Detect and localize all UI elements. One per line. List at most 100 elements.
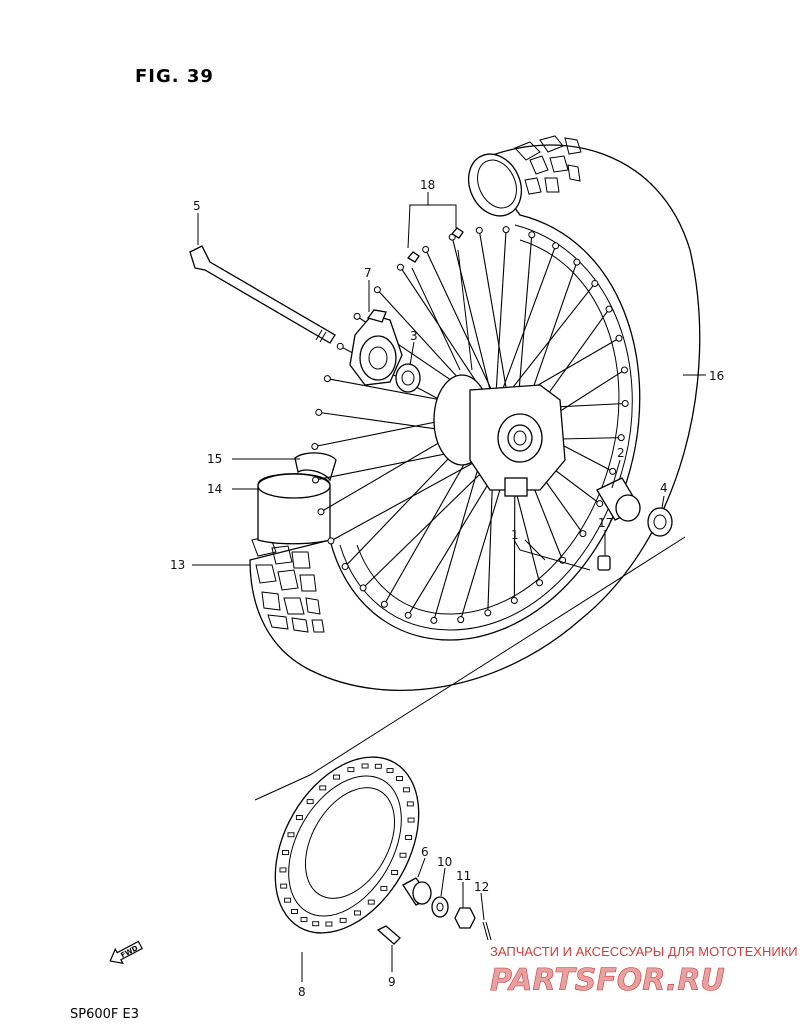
spoke-nipple xyxy=(341,563,349,571)
spoke-nipple xyxy=(620,366,628,374)
speedometer-gearbox xyxy=(349,309,403,386)
disc-hole xyxy=(284,897,292,903)
disc-hole xyxy=(291,909,298,914)
disc-hole xyxy=(287,832,295,838)
spoke xyxy=(494,229,507,411)
disc-hole xyxy=(361,763,369,769)
bearing-right xyxy=(647,507,673,537)
watermark-tagline: ЗАПЧАСТИ И АКСЕССУАРЫ ДЛЯ МОТОТЕХНИКИ xyxy=(490,944,798,959)
spoke-nipple xyxy=(359,584,367,592)
spoke-nipple xyxy=(323,375,331,383)
spoke-nipple xyxy=(510,597,518,605)
cotter-pin xyxy=(482,921,492,941)
spoke-nipple xyxy=(591,279,599,287)
spoke-nipple xyxy=(579,530,587,538)
callout-5: 5 xyxy=(193,199,201,213)
valve-cap xyxy=(597,555,611,571)
disc-holes xyxy=(279,763,415,927)
disc-hole xyxy=(279,867,287,873)
leader-lines xyxy=(192,192,706,982)
spoke-nipple xyxy=(336,342,344,350)
disc-hole xyxy=(306,799,314,805)
disc-hole xyxy=(402,787,410,793)
disc-hole xyxy=(281,850,289,855)
disc-hole xyxy=(347,767,355,773)
callout-3: 3 xyxy=(410,329,418,343)
spoke-nipple xyxy=(605,305,613,313)
disc-hole xyxy=(406,801,414,807)
spoke-nipple xyxy=(484,609,492,617)
spoke-nipple xyxy=(457,616,465,624)
spoke-nipple xyxy=(422,245,430,253)
callout-6: 6 xyxy=(421,845,429,859)
spoke-set xyxy=(524,539,546,561)
callout-15: 15 xyxy=(207,452,222,466)
spoke-nipple xyxy=(609,467,617,475)
spoke-nipple xyxy=(380,600,388,608)
top-tread xyxy=(467,135,582,217)
spoke-nipple xyxy=(475,226,483,234)
disc-hole xyxy=(280,883,288,889)
spoke-nipple xyxy=(552,242,560,250)
disc-bolt xyxy=(376,925,401,945)
spoke-nipple xyxy=(404,611,412,619)
disc-hole xyxy=(312,921,320,927)
spoke-nipple xyxy=(327,537,335,545)
washer xyxy=(431,896,449,918)
spoke-nipple xyxy=(536,579,544,587)
disc-hole xyxy=(319,785,327,791)
disc-hole xyxy=(339,917,347,923)
tire-rim-assembly xyxy=(249,135,701,692)
disc-hole xyxy=(374,763,382,769)
bearing-left xyxy=(395,363,421,393)
axle-nut xyxy=(454,907,476,929)
callout-9: 9 xyxy=(388,975,396,989)
forward-arrow: FWD xyxy=(109,940,143,965)
spoke-nipple xyxy=(617,434,625,442)
callout-14: 14 xyxy=(207,482,222,496)
axle-nut-spacer xyxy=(402,877,432,906)
disc-hole xyxy=(386,768,394,773)
spoke-nipple xyxy=(311,442,319,450)
callout-11: 11 xyxy=(456,869,471,883)
callout-4: 4 xyxy=(660,481,668,495)
disc-hole xyxy=(391,870,399,875)
disc-hole xyxy=(333,774,341,780)
disc-hole xyxy=(407,817,415,823)
spoke-nipple xyxy=(353,312,361,320)
callout-labels: 5 7 3 18 16 2 4 17 1 15 14 13 6 10 11 12… xyxy=(170,178,724,999)
disc-hole xyxy=(353,910,361,916)
watermark: ЗАПЧАСТИ И АКСЕССУАРЫ ДЛЯ МОТОТЕХНИКИ PA… xyxy=(490,944,798,998)
spoke-nipple xyxy=(317,508,325,516)
disc-hole xyxy=(396,776,403,781)
callout-13: 13 xyxy=(170,558,185,572)
spoke-nipple xyxy=(430,616,438,624)
spoke-nipple xyxy=(621,400,629,408)
callout-17: 17 xyxy=(598,516,613,530)
spoke-nipple xyxy=(373,286,381,294)
figure-title: FIG. 39 xyxy=(135,66,214,87)
wheel-hub xyxy=(433,374,566,497)
callout-10: 10 xyxy=(437,855,452,869)
disc-hole xyxy=(399,852,407,858)
disc-hole xyxy=(367,899,375,905)
disc-hole xyxy=(325,921,333,927)
spoke-nipple xyxy=(528,231,536,239)
bottom-tread xyxy=(251,535,325,633)
spoke-nipple xyxy=(502,226,510,234)
watermark-brand: PARTSFOR.RU xyxy=(490,963,725,998)
spoke-nipple xyxy=(573,258,581,266)
spoke-nipple xyxy=(396,263,404,271)
spacer xyxy=(596,477,641,522)
callout-8: 8 xyxy=(298,985,306,999)
callout-1: 1 xyxy=(511,528,519,542)
fwd-label: FWD xyxy=(119,944,139,960)
spoke xyxy=(494,245,557,411)
brake-disc xyxy=(274,756,420,934)
disc-hole xyxy=(380,885,388,891)
spoke xyxy=(451,236,496,411)
model-code: SP600F E3 xyxy=(70,1007,139,1022)
disc-hole xyxy=(295,815,303,820)
spoke-nipple xyxy=(315,408,323,416)
